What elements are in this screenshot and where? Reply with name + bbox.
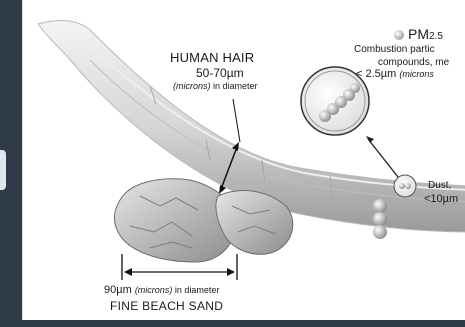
pm25-size-value: < 2.5µm: [356, 68, 396, 80]
pm25-subscript: 2.5: [429, 31, 443, 42]
hair-unit-rest: in diameter: [211, 81, 258, 91]
pm25-description-line1: Combustion partic: [354, 44, 435, 55]
sand-size-label: 90µm (microns) in diameter: [104, 284, 219, 296]
sand-unit-italic: (microns): [135, 285, 173, 295]
pm10-particles: [373, 199, 387, 239]
hair-size-label: 50-70µm: [196, 66, 244, 80]
pm25-title-label: PM2.5: [408, 26, 443, 42]
pm10-description-line1: Dust,: [428, 180, 451, 191]
sand-title-label: FINE BEACH SAND: [110, 299, 223, 313]
hair-unit-label: (microns) in diameter: [173, 81, 258, 91]
pm-sample-marker: [394, 175, 416, 197]
pm25-title-text: PM: [408, 26, 429, 42]
pm10-size-label: <10µm: [424, 193, 458, 205]
sand-unit-rest: in diameter: [172, 285, 219, 295]
pm25-size-label: < 2.5µm (microns: [356, 68, 434, 80]
pm25-bullet-icon: [394, 30, 404, 40]
pm25-description-line2: compounds, me: [378, 57, 449, 68]
hair-unit-italic: (microns): [173, 81, 211, 91]
pm25-unit-italic: (microns: [399, 69, 434, 79]
zoom-arrow: [366, 136, 398, 177]
sand-size-value: 90µm: [104, 284, 132, 296]
hair-title-label: HUMAN HAIR: [170, 50, 254, 65]
